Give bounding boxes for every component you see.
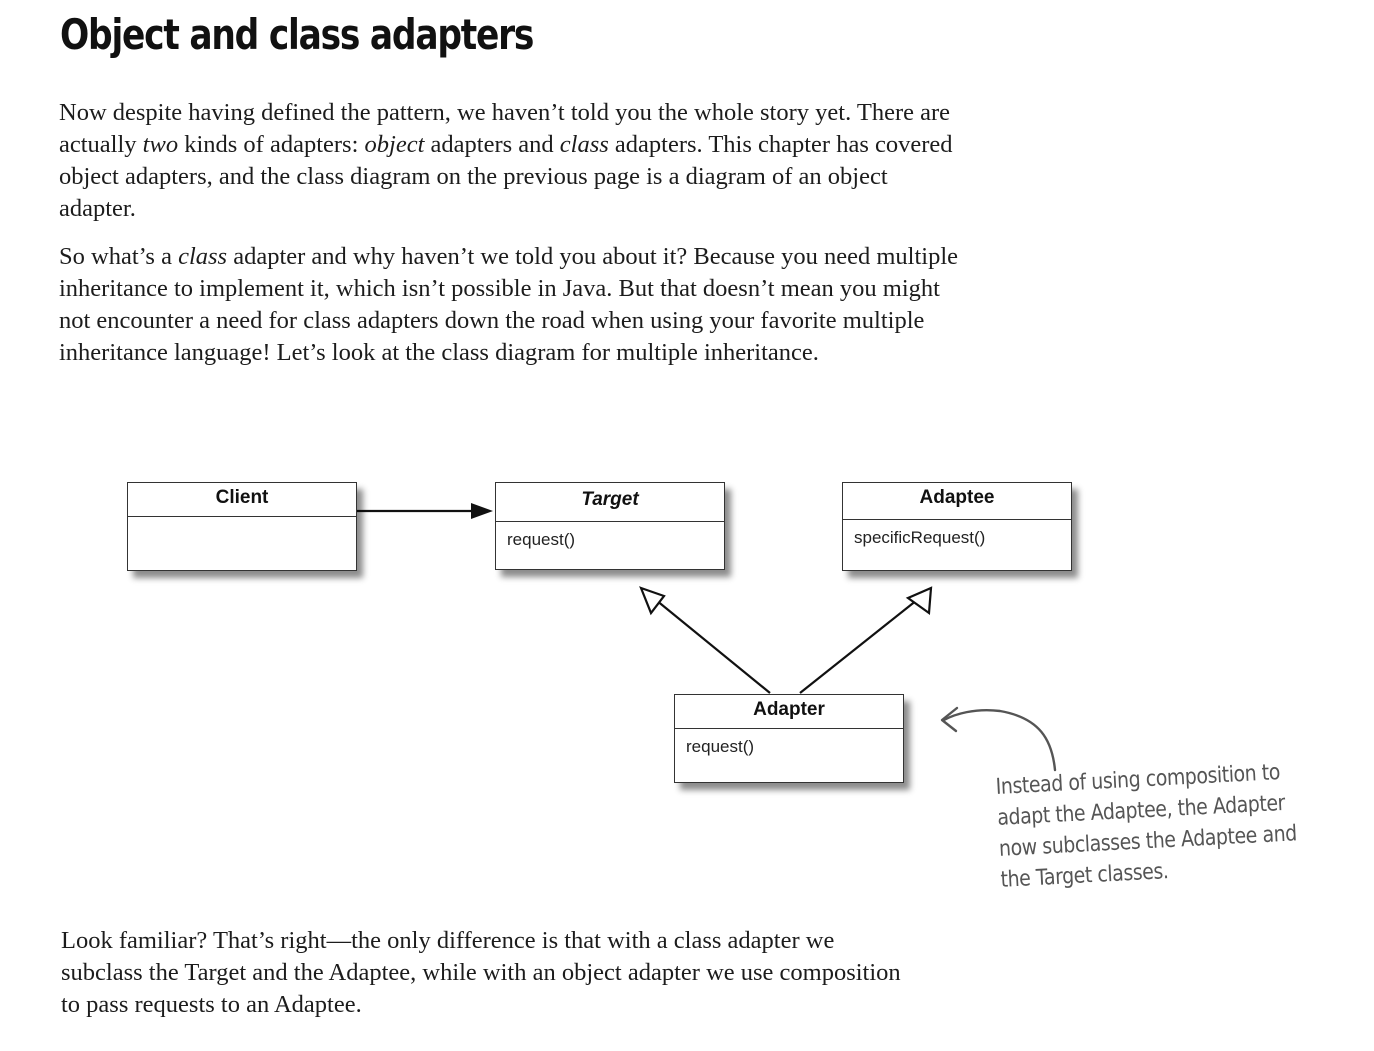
intro-emphasis-object: object	[364, 131, 425, 158]
annotation-arrow	[942, 709, 1057, 772]
adaptee-method: specificRequest()	[854, 528, 986, 547]
adaptee-class-box: Adaptee specificRequest()	[842, 482, 1072, 571]
explanation-text-1: So what’s a	[59, 243, 179, 270]
inheritance-arrowhead-adaptee	[905, 586, 933, 616]
adapter-class-name: Adapter	[675, 695, 903, 729]
intro-text-3: adapters and	[424, 131, 560, 158]
adapter-class-box: Adapter request()	[674, 694, 904, 783]
intro-text-4: adapters. This chapter has covered objec…	[59, 131, 953, 222]
intro-emphasis-two: two	[142, 131, 179, 158]
intro-text-1: Now despite having defined the pattern, …	[59, 99, 951, 158]
adapter-method: request()	[686, 737, 755, 756]
page-title: Object and class adapters	[60, 10, 534, 59]
explanation-text-2: adapter and why haven’t we told you abou…	[59, 243, 959, 366]
intro-paragraph: Now despite having defined the pattern, …	[59, 97, 959, 225]
summary-paragraph: Look familiar? That’s right—the only dif…	[61, 927, 901, 1018]
target-method: request()	[507, 530, 576, 549]
intro-text-2: kinds of adapters:	[178, 131, 365, 158]
client-class-box: Client	[127, 482, 357, 571]
client-class-name: Client	[128, 483, 356, 517]
inheritance-line-adaptee	[799, 599, 918, 694]
annotation-arrowhead	[940, 706, 959, 733]
handwritten-annotation: Instead of using composition to adapt th…	[995, 760, 1298, 893]
adaptee-class-name: Adaptee	[843, 483, 1071, 520]
explanation-emphasis-class: class	[178, 243, 228, 270]
explanation-paragraph: So what’s a class adapter and why haven’…	[59, 241, 959, 369]
inheritance-arrowhead-target	[639, 586, 666, 616]
association-arrowhead	[471, 503, 493, 519]
target-class-name: Target	[496, 483, 724, 522]
target-class-box: Target request()	[495, 482, 725, 570]
inheritance-line-target	[655, 599, 771, 694]
intro-emphasis-class: class	[559, 131, 609, 158]
